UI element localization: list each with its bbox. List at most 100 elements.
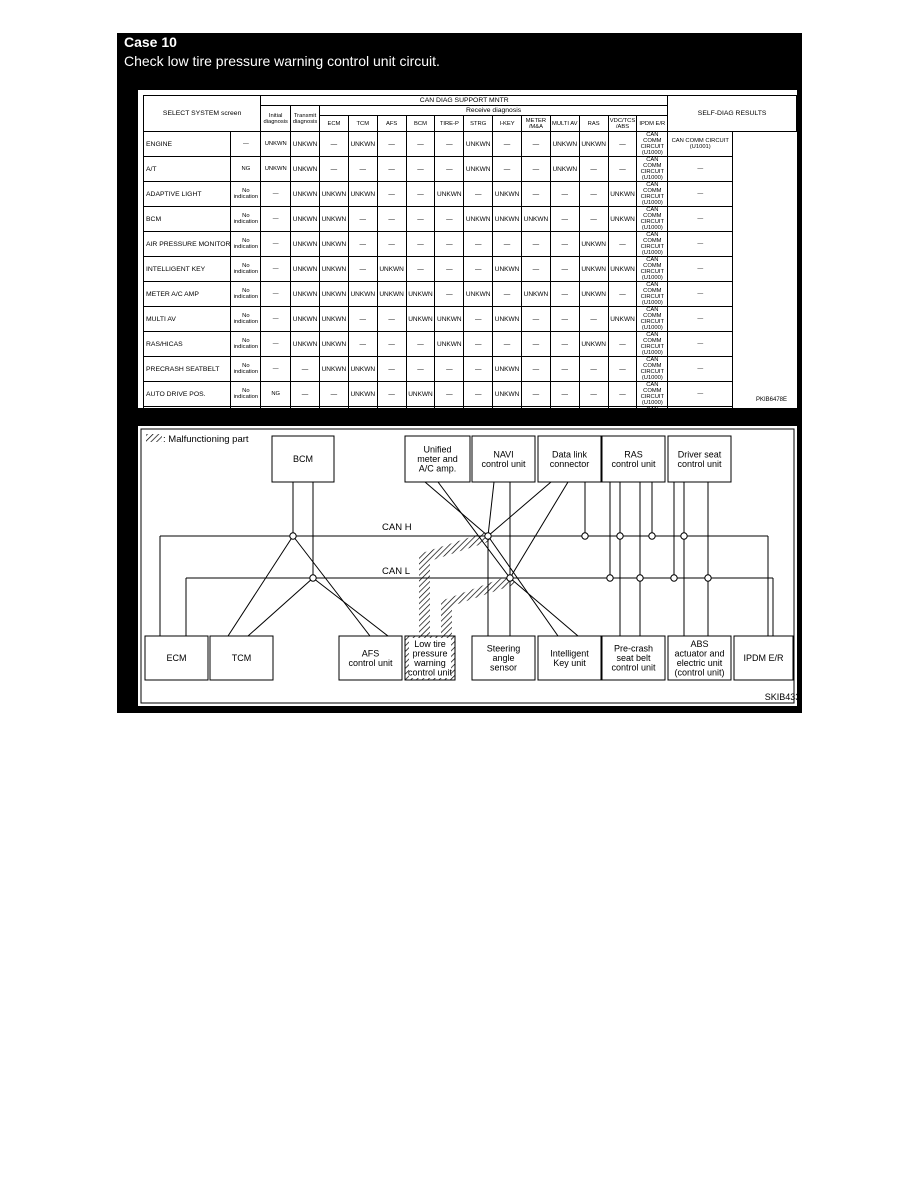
receive-cell: UNKWN	[492, 381, 522, 407]
receive-cell: —	[347, 156, 378, 182]
header-receive-col: TIRE-P	[434, 115, 465, 132]
receive-cell: UNKWN	[290, 331, 320, 357]
can-l-label: CAN L	[382, 566, 410, 577]
receive-cell: —	[549, 181, 580, 207]
initial-diagnosis: No indication	[230, 381, 262, 407]
can-diag-support-table: SELECT SYSTEM screen CAN DIAG SUPPORT MN…	[142, 95, 797, 457]
can-wire	[487, 481, 495, 537]
receive-cell: UNKWN	[607, 181, 638, 207]
unit-box-bcm	[271, 435, 335, 483]
transmit-diagnosis: —	[260, 206, 292, 232]
system-name: AUTO DRIVE POS.	[142, 381, 232, 407]
unit-label-tire: control unit	[408, 667, 453, 677]
receive-cell: —	[607, 156, 638, 182]
receive-cell: UNKWN	[376, 256, 407, 282]
self-diag-result-2: CAN COMM CIRCUIT (U1001)	[667, 131, 734, 157]
receive-cell: —	[434, 356, 465, 382]
case-title: Case 10	[124, 34, 177, 50]
unit-label-bcm: BCM	[293, 454, 313, 464]
legend-hatch-swatch	[146, 434, 162, 442]
initial-diagnosis: No indication	[230, 256, 262, 282]
transmit-diagnosis: UNKWN	[260, 156, 292, 182]
can-wire	[487, 535, 559, 637]
receive-cell: —	[376, 231, 407, 257]
unit-label-tire: pressure	[412, 648, 447, 658]
unit-label-tcm: TCM	[232, 653, 252, 663]
receive-cell: UNKWN	[405, 306, 436, 332]
receive-cell: —	[347, 306, 378, 332]
receive-cell: —	[549, 381, 580, 407]
header-can-diag-support: CAN DIAG SUPPORT MNTR	[260, 95, 669, 106]
receive-cell: —	[463, 306, 494, 332]
initial-diagnosis: —	[230, 131, 262, 157]
receive-cell: —	[578, 206, 609, 232]
unit-label-navi: control unit	[481, 459, 526, 469]
unit-box-abs	[667, 635, 732, 681]
header-receive-col: ECM	[318, 115, 349, 132]
header-receive: Receive diagnosis	[318, 105, 669, 116]
initial-diagnosis: No indication	[230, 281, 262, 307]
receive-cell: UNKWN	[347, 181, 378, 207]
figure-code: PKIB6478E	[755, 397, 787, 403]
case-subtitle: Check low tire pressure warning control …	[124, 53, 440, 69]
transmit-diagnosis: —	[260, 181, 292, 207]
can-wire	[509, 577, 579, 637]
self-diag-result-2: —	[667, 231, 734, 257]
self-diag-result-2: —	[667, 256, 734, 282]
receive-cell: —	[376, 381, 407, 407]
unit-label-steer: sensor	[490, 663, 517, 673]
unit-label-ras: control unit	[611, 459, 656, 469]
unit-box-ras	[601, 435, 666, 483]
receive-cell: —	[607, 356, 638, 382]
transmit-diagnosis: —	[260, 281, 292, 307]
receive-cell: UNKWN	[578, 231, 609, 257]
receive-cell: UNKWN	[463, 206, 494, 232]
receive-cell: —	[520, 231, 551, 257]
malfunction-hatch	[419, 532, 494, 636]
receive-cell: —	[549, 206, 580, 232]
receive-cell: UNKWN	[607, 206, 638, 232]
receive-cell: UNKWN	[290, 206, 320, 232]
header-self-diag: SELF-DIAG RESULTS	[667, 95, 797, 132]
header-receive-col: STRG	[463, 115, 494, 132]
figure-code: SKIB4332E	[765, 692, 797, 702]
transmit-diagnosis: —	[260, 256, 292, 282]
receive-cell: —	[405, 356, 436, 382]
self-diag-result-2: —	[667, 156, 734, 182]
receive-cell: —	[434, 231, 465, 257]
receive-cell: —	[549, 256, 580, 282]
receive-cell: —	[405, 156, 436, 182]
system-name: RAS/HICAS	[142, 331, 232, 357]
can-wire	[247, 577, 314, 637]
receive-cell: UNKWN	[290, 181, 320, 207]
header-initial: Initial diagnosis	[260, 105, 292, 132]
system-name: PRECRASH SEATBELT	[142, 356, 232, 382]
self-diag-result: CAN COMM CIRCUIT (U1000)	[636, 256, 669, 282]
unit-label-ikey: Key unit	[553, 658, 586, 668]
receive-cell: —	[376, 356, 407, 382]
receive-cell: UNKWN	[463, 281, 494, 307]
initial-diagnosis: No indication	[230, 356, 262, 382]
receive-cell: —	[463, 381, 494, 407]
unit-label-ipdm: IPDM E/R	[743, 653, 784, 663]
receive-cell: —	[347, 256, 378, 282]
transmit-diagnosis: —	[260, 356, 292, 382]
can-wire	[487, 481, 552, 537]
transmit-diagnosis: NG	[260, 381, 292, 407]
receive-cell: UNKWN	[434, 181, 465, 207]
can-h-label: CAN H	[382, 522, 412, 533]
splice-point	[506, 574, 514, 582]
receive-cell: UNKWN	[578, 131, 609, 157]
initial-diagnosis: No indication	[230, 331, 262, 357]
unit-label-navi: NAVI	[493, 449, 513, 459]
transmit-diagnosis: UNKWN	[260, 131, 292, 157]
receive-cell: —	[318, 156, 349, 182]
system-name: ENGINE	[142, 131, 232, 157]
receive-cell: —	[405, 256, 436, 282]
receive-cell: —	[347, 206, 378, 232]
